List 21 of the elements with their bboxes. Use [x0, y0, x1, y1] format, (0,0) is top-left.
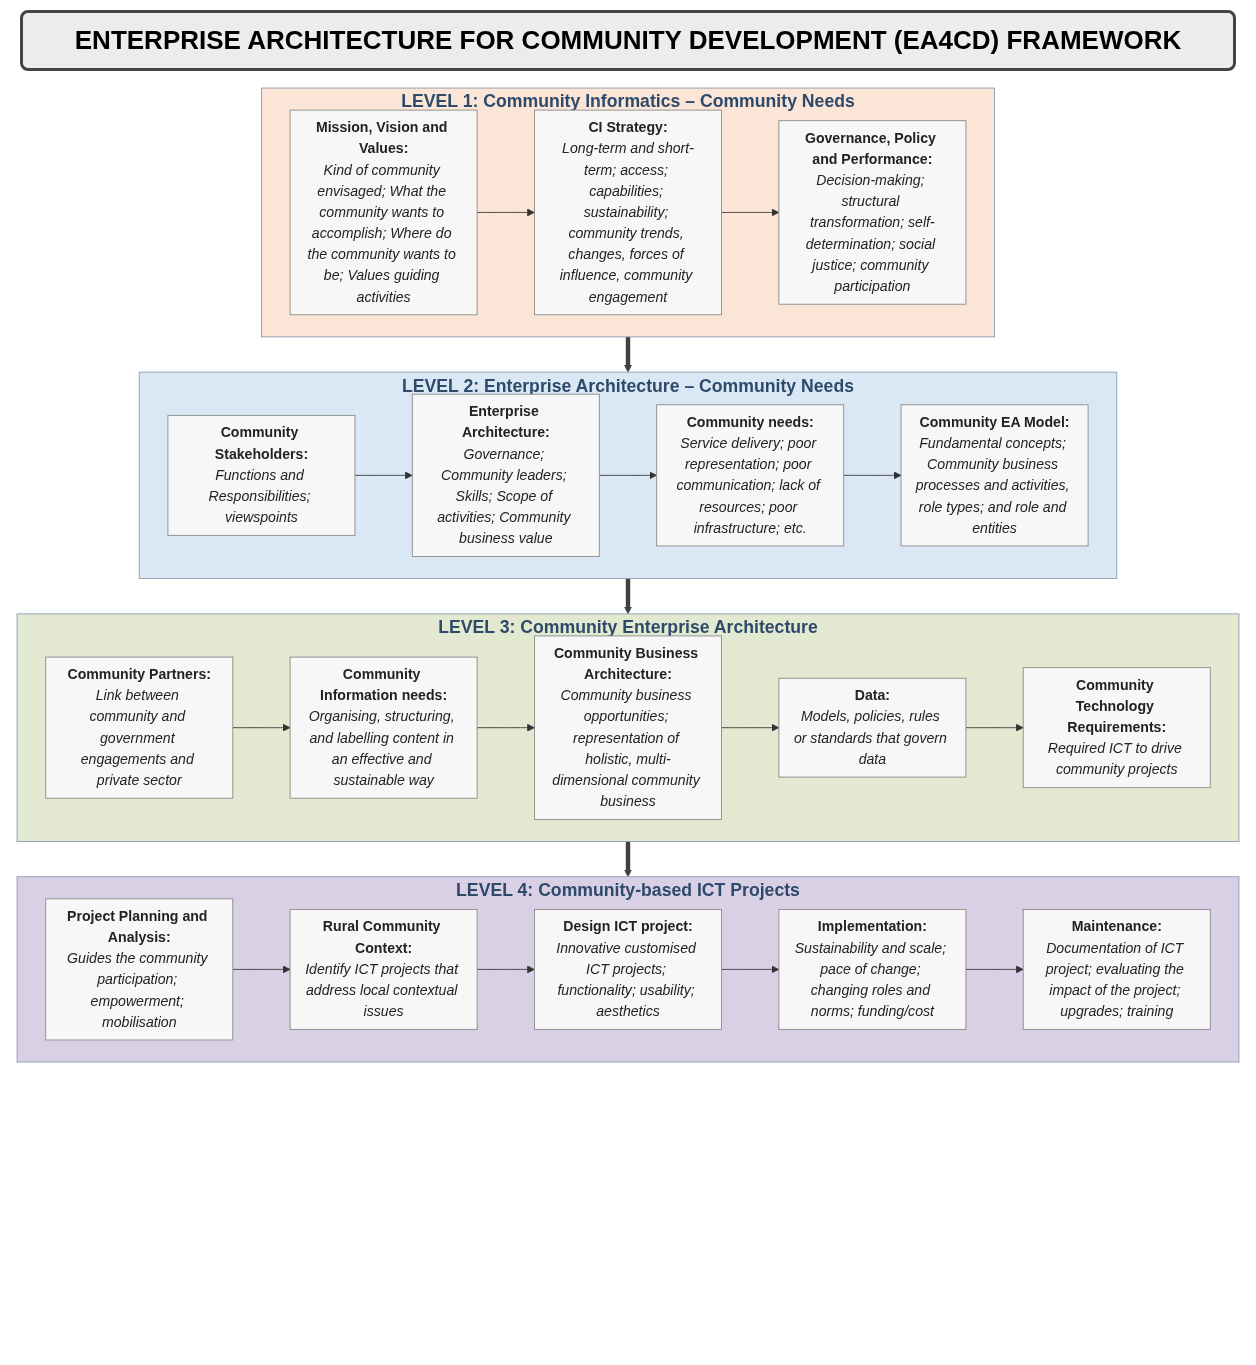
node-box: Enterprise Architecture: Governance; Community leaders; Skills; Scope of activities; Community business value — [411, 393, 600, 557]
node-box: Rural Community Context: Identify ICT projects that address local contextual issues — [289, 908, 478, 1030]
diagram-title: ENTERPRISE ARCHITECTURE FOR COMMUNITY DEVELOPMENT (EA4CD) FRAMEWORK — [20, 10, 1236, 71]
node-box: Community Stakeholders: Functions and Responsibilities; viewspoints — [167, 414, 356, 536]
node-box: Community Information needs: Organising, structuring, and labelling content in an effective and sustainable way — [289, 656, 478, 799]
node-box: Design ICT project: Innovative customised ICT projects; functionality; usability; aesthetics — [534, 908, 722, 1030]
node-box: Mission, Vision and Values: Kind of community envisaged; What the community wants to accomplish; Where do the community wants to be; Values guiding activities — [289, 109, 478, 316]
node-box: Community Technology Requirements: Required ICT to drive community projects — [1022, 667, 1211, 789]
arrow — [624, 841, 632, 878]
node-box: Data: Models, policies, rules or standards that govern data — [778, 677, 967, 778]
node-box: Governance, Policy and Performance: Decision-making; structural transformation; self-determination; social justice; community participation — [778, 120, 967, 305]
arrow — [624, 578, 632, 615]
node-box: Community Business Architecture: Community business opportunities; representation of holistic, multi-dimensional community business — [534, 635, 722, 820]
node-box: Community needs: Service delivery; poor representation; poor communication; lack of resources; poor infrastructure; etc. — [656, 404, 845, 547]
node-box: Community Partners: Link between community and government engagements and private sector — [45, 656, 234, 799]
node-box: Project Planning and Analysis: Guides the community participation; empowerment; mobilisation — [45, 898, 234, 1041]
node-box: CI Strategy: Long-term and short-term; access; capabilities; sustainability; community trends, changes, forces of influence, community engagement — [534, 109, 722, 316]
arrow — [624, 336, 632, 373]
node-box: Maintenance: Documentation of ICT project; evaluating the impact of the project; upgrades; training — [1022, 908, 1211, 1030]
node-box: Community EA Model: Fundamental concepts; Community business processes and activities, role types; and role and entities — [900, 404, 1089, 547]
node-box: Implementation: Sustainability and scale; pace of change; changing roles and norms; funding/cost — [778, 908, 967, 1030]
